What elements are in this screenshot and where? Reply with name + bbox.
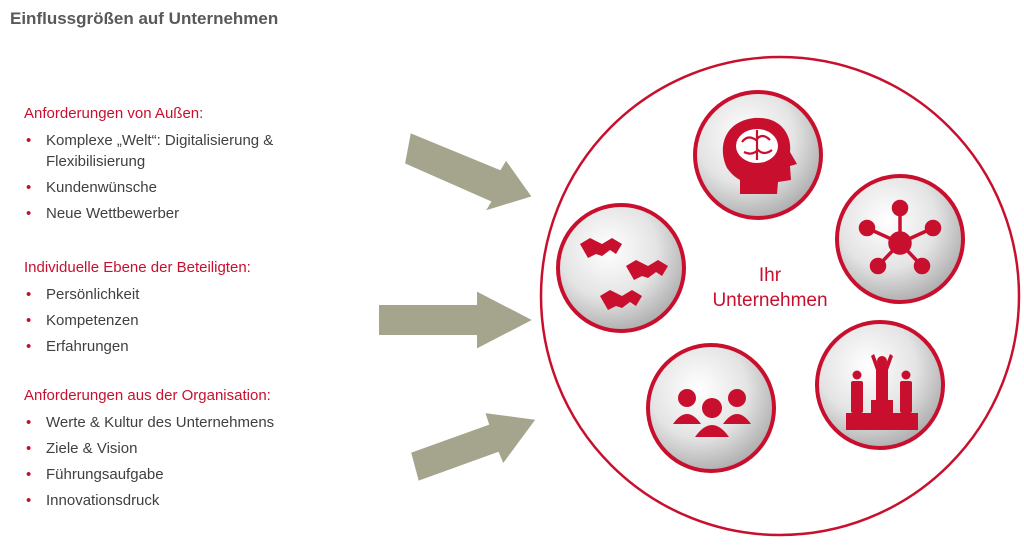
group-heading: Anforderungen von Außen: [24,105,204,122]
list-item: Führungsaufgabe [24,464,274,485]
brain-head-ball [693,90,823,220]
list-item: Innovationsdruck [24,490,274,511]
group-organisation-requirements: Anforderungen aus der Organisation: Wert… [24,386,274,516]
network-ball [835,174,965,304]
podium-ball [815,320,945,450]
handshakes-icon [580,238,668,310]
team-ball [646,343,776,473]
bullet-list: Werte & Kultur des Unternehmens Ziele & … [24,412,274,511]
group-individual-level: Individuelle Ebene der Beteiligten: Pers… [24,258,251,362]
list-item: Kundenwünsche [24,177,311,198]
center-label-line2: Unternehmen [712,290,828,311]
arrow-middle [377,288,537,352]
brain-head-icon [722,117,797,194]
handshakes-ball [556,203,686,333]
team-icon [673,389,751,437]
center-label-line1: Ihr [758,265,782,286]
company-circle [539,55,1021,537]
list-item: Werte & Kultur des Unternehmens [24,412,274,433]
group-heading: Anforderungen aus der Organisation: [24,387,271,404]
arrow-top [402,130,535,214]
center-label: Ihr Unternehmen [700,263,840,313]
list-item: Ziele & Vision [24,438,274,459]
group-heading: Individuelle Ebene der Beteiligten: [24,259,251,276]
list-item: Erfahrungen [24,336,251,357]
list-item: Komplexe „Welt“: Digitalisierung & Flexi… [24,130,311,172]
list-item: Persönlichkeit [24,284,251,305]
list-item: Kompetenzen [24,310,251,331]
page-title: Einflussgrößen auf Unternehmen [10,9,279,28]
bullet-list: Komplexe „Welt“: Digitalisierung & Flexi… [24,130,311,224]
bullet-list: Persönlichkeit Kompetenzen Erfahrungen [24,284,251,357]
podium-winners-icon [846,354,918,430]
list-item: Neue Wettbewerber [24,203,311,224]
network-icon [858,199,942,275]
group-external-requirements: Anforderungen von Außen: Komplexe „Welt“… [24,104,311,229]
arrow-bottom [408,410,539,484]
